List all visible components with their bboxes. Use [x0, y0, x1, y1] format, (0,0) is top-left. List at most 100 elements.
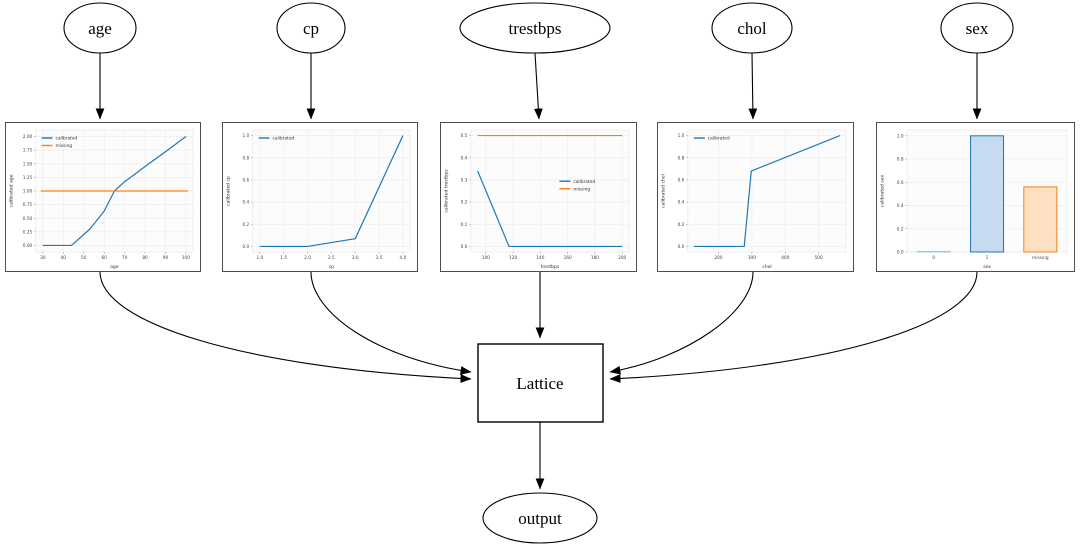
y-axis-label: calibrated trestbps	[443, 169, 449, 213]
y-tick-label: 1.00	[23, 189, 33, 195]
y-tick-label: 0.00	[23, 243, 33, 249]
y-tick-label: 0.50	[23, 216, 33, 222]
y-tick-label: 0.25	[23, 229, 33, 235]
y-tick-label: 0.2	[678, 222, 685, 228]
y-tick-label: 0.8	[678, 155, 685, 161]
y-axis-label: calibrated cp	[225, 176, 231, 206]
y-tick-label: 0.8	[897, 157, 904, 163]
y-tick-label: 0.0	[678, 244, 685, 250]
node-output-ellipse	[482, 492, 598, 544]
edge-chol-calibrator	[748, 52, 758, 120]
x-tick-label: 3.0	[352, 255, 359, 261]
y-tick-label: 0.8	[242, 155, 249, 161]
x-tick-label: 80	[142, 255, 148, 261]
y-axis-label: calibrated age	[8, 174, 14, 207]
y-tick-label: 0.4	[242, 200, 249, 206]
x-axis-label: trestbps	[541, 264, 560, 270]
y-tick-label: 0.2	[461, 200, 468, 206]
x-tick-label: 30	[40, 255, 46, 261]
legend-label: calibrated	[573, 179, 595, 185]
x-axis-label: cp	[329, 265, 334, 270]
edge-calibrator-age-lattice	[99, 271, 472, 383]
node-chol-label: chol	[737, 19, 767, 38]
x-tick-label: 100	[182, 255, 190, 261]
x-tick-label: 0	[932, 255, 935, 261]
series-line-calibrated	[259, 135, 404, 248]
node-cp: cp	[276, 2, 346, 54]
node-sex-label: sex	[966, 19, 989, 38]
y-tick-label: 0.6	[897, 180, 904, 186]
x-tick-label: 300	[748, 255, 756, 261]
node-lattice-label: Lattice	[516, 374, 563, 393]
y-tick-label: 1.0	[678, 133, 685, 139]
y-axis-label: calibrated chol	[660, 174, 666, 208]
y-tick-label: 0.0	[242, 244, 249, 250]
y-tick-label: 0.75	[23, 202, 33, 208]
y-tick-label: 0.3	[461, 177, 468, 183]
legend-label: calibrated	[272, 136, 294, 142]
y-tick-label: 0.6	[678, 177, 685, 183]
legend-label: calibrated	[55, 136, 77, 142]
x-tick-label: 50	[81, 255, 87, 261]
legend-label: calibrated	[708, 136, 730, 142]
legend-label: missing	[573, 186, 590, 192]
y-tick-label: 0.0	[461, 244, 468, 250]
x-tick-label: 160	[564, 255, 572, 261]
y-tick-label: 0.5	[461, 133, 468, 139]
edge-calibrator-chol-lattice	[609, 271, 754, 375]
y-tick-label: 0.0	[897, 250, 904, 256]
node-age-label: age	[88, 19, 112, 38]
x-tick-label: 400	[781, 255, 789, 261]
y-tick-label: 0.1	[461, 222, 468, 228]
x-axis-label: sex	[983, 265, 991, 270]
y-tick-label: 0.6	[242, 177, 249, 183]
series-line-calibrated	[693, 134, 841, 248]
y-tick-label: 0.4	[678, 200, 685, 206]
series-line-calibrated	[477, 170, 623, 248]
y-tick-label: 0.2	[242, 222, 249, 228]
x-tick-label: 120	[509, 255, 517, 261]
x-tick-label: 3.5	[376, 255, 383, 261]
node-trestbps-label: trestbps	[509, 19, 562, 38]
x-tick-label: 200	[714, 255, 722, 261]
x-tick-label: 200	[618, 255, 626, 261]
node-cp-label: cp	[303, 19, 319, 38]
plot-area	[687, 129, 847, 253]
edge-calibrator-cp-lattice	[310, 271, 472, 375]
x-tick-label: 100	[482, 255, 490, 261]
x-tick-label: 180	[591, 255, 599, 261]
edge-trestbps-calibrator	[533, 52, 543, 120]
x-tick-label: 1.5	[280, 255, 287, 261]
y-tick-label: 1.0	[242, 133, 249, 139]
y-tick-label: 1.25	[23, 175, 33, 181]
bar-missing	[1023, 186, 1058, 253]
x-tick-label: 2.5	[328, 255, 335, 261]
x-tick-label: 60	[101, 255, 107, 261]
node-age: age	[63, 2, 137, 54]
bar-0	[916, 250, 951, 253]
y-tick-label: 0.4	[461, 155, 468, 161]
x-tick-label: 500	[815, 255, 823, 261]
legend-label: missing	[55, 143, 72, 149]
x-axis-label: age	[110, 265, 119, 270]
y-tick-label: 0.2	[897, 226, 904, 232]
x-tick-label: 70	[122, 255, 128, 261]
node-output-label: output	[518, 509, 562, 528]
node-sex: sex	[940, 2, 1014, 54]
node-lattice-box	[477, 343, 604, 423]
node-trestbps: trestbps	[459, 2, 611, 54]
plot-area	[470, 129, 630, 253]
node-output: output	[482, 492, 598, 544]
bar-1	[970, 135, 1005, 253]
x-tick-label: 2.0	[304, 255, 311, 261]
x-tick-label: 40	[61, 255, 67, 261]
